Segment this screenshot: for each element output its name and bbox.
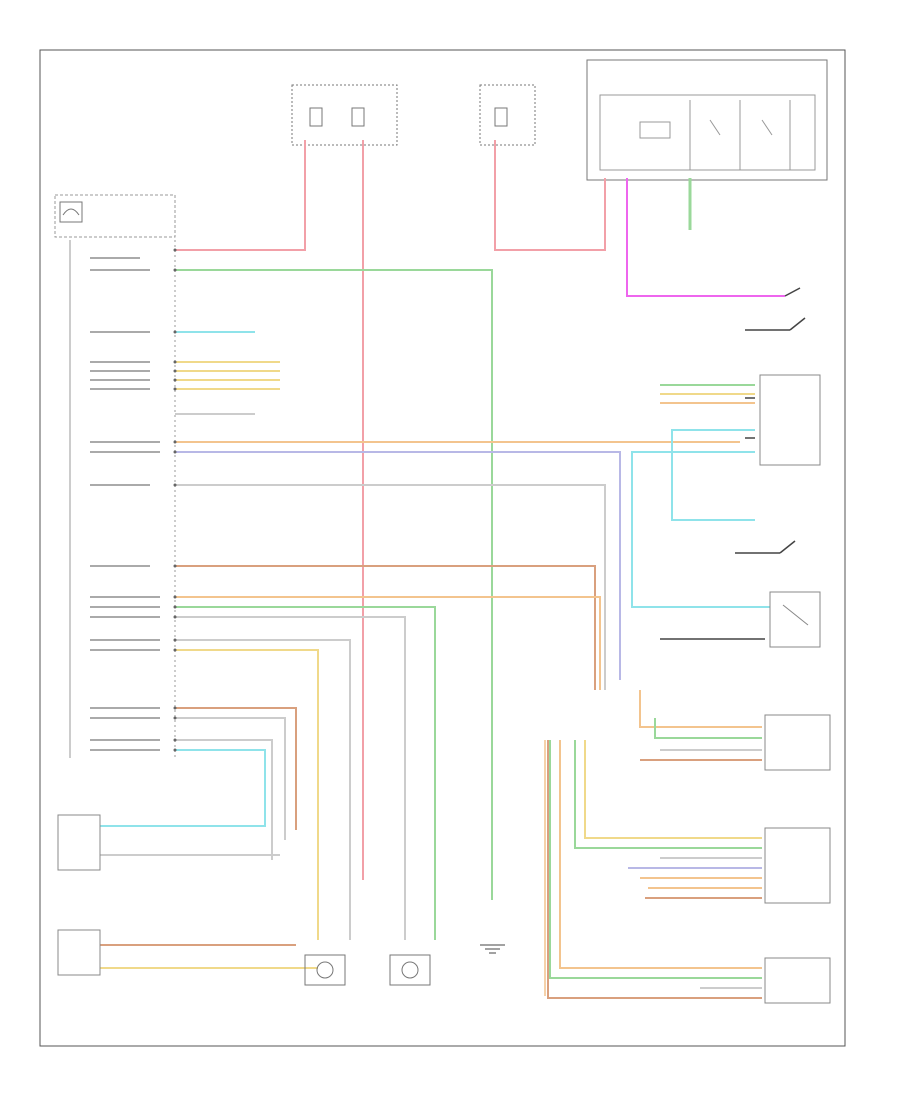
- wire-cyan-right-2: [631, 451, 770, 608]
- wire-green-signal: [175, 269, 493, 900]
- module-pin-labels: [90, 257, 160, 751]
- wire-grey-front-left: [175, 639, 351, 940]
- wire-red-cluster: [494, 140, 606, 251]
- wire-green-right-4: [549, 740, 762, 979]
- wire-green-right-1: [654, 718, 762, 739]
- wire-brown-low-ref: [175, 565, 596, 690]
- wire-orange-right-4: [559, 740, 762, 969]
- wire-grey-rear: [175, 616, 406, 940]
- wire-battery-red: [175, 140, 306, 251]
- component-box-right-3: [764, 714, 831, 771]
- wire-module-group-1: [660, 384, 755, 404]
- wire-brown-lr: [175, 707, 297, 830]
- wire-green-rear: [175, 606, 436, 940]
- wire-cyan-right-1: [671, 429, 755, 521]
- wire-orange-battery: [175, 596, 601, 690]
- electronic-brake-control-module: [54, 194, 176, 758]
- wire-orange-right-1: [639, 690, 762, 728]
- component-box-right-4: [764, 827, 831, 904]
- wire-grey-lr: [175, 717, 286, 840]
- instrument-panel-cluster: [586, 59, 828, 181]
- component-box-right-1: [759, 374, 821, 466]
- wire-yellow-front-left: [175, 649, 319, 940]
- wire-grey-rr: [175, 739, 273, 860]
- wheel-speed-sensor-lf: [304, 954, 346, 986]
- wheel-speed-sensor-rf: [389, 954, 431, 986]
- wire-green-right-2: [574, 740, 762, 849]
- diagram-border: [39, 49, 846, 1047]
- component-box-right-5: [764, 957, 831, 1004]
- sensor-box-left-1: [57, 814, 101, 871]
- sensor-box-left-2: [57, 929, 101, 976]
- connector-pins: [173, 248, 177, 752]
- wire-violet-serial: [175, 451, 621, 680]
- wire-yellow-right-2: [584, 740, 762, 839]
- wire-grey-ref: [175, 484, 606, 690]
- fuse-block-top: [291, 84, 536, 146]
- wire-yellow-group: [175, 361, 280, 390]
- switch-symbols: [660, 287, 806, 640]
- wire-cyan-rr: [100, 749, 266, 827]
- ground-symbol: [480, 944, 505, 954]
- component-box-right-2: [769, 591, 821, 648]
- wire-magenta: [626, 178, 785, 297]
- wire-brown-right-4: [547, 740, 762, 999]
